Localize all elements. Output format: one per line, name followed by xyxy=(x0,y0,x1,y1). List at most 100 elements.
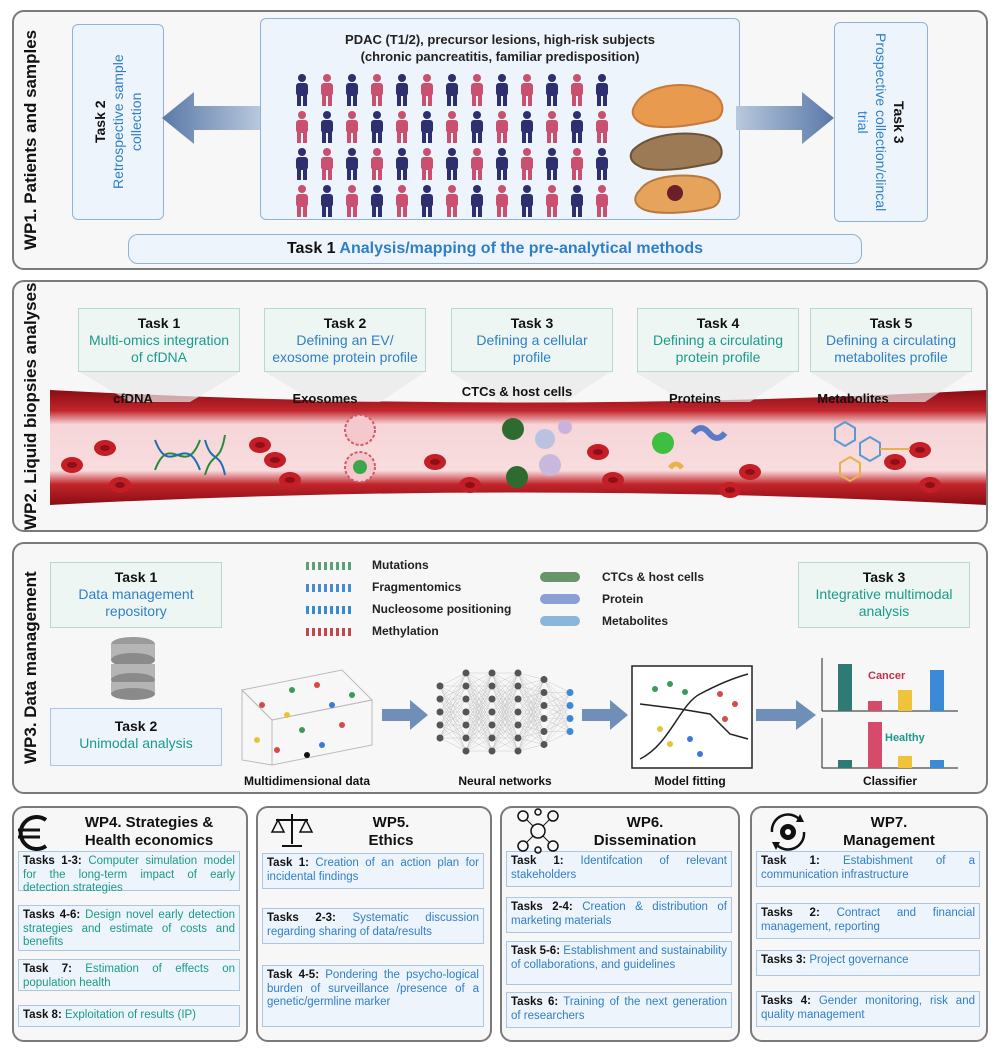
person-icon xyxy=(596,74,608,106)
person-icon xyxy=(521,148,533,180)
person-icon xyxy=(546,74,558,106)
red-blood-cell xyxy=(919,477,941,493)
person-icon xyxy=(496,74,508,106)
wp2-task-desc: Multi-omics integration of cfDNA xyxy=(88,332,230,365)
red-blood-cell xyxy=(459,477,481,493)
wp6-task-item: Task 5-6: Establishment and sustainabili… xyxy=(506,941,732,985)
person-icon xyxy=(471,148,483,180)
person-icon xyxy=(596,148,608,180)
wp6-task-item: Tasks 2-4: Creation & distribution of ma… xyxy=(506,897,732,933)
arrow-left-icon xyxy=(162,92,260,144)
neuron xyxy=(436,695,444,703)
euro-icon xyxy=(18,815,48,851)
task-lead: Task 1: xyxy=(761,855,820,867)
legend-left-label: Mutations xyxy=(372,558,429,572)
wp4-task-item: Task 8: Exploitation of results (IP) xyxy=(18,1005,240,1027)
wp2-task-desc: Defining a cellular profile xyxy=(476,332,588,365)
person-icon xyxy=(396,111,408,143)
wp3-task1-box: Task 1 Data management repository xyxy=(50,562,222,628)
wp2-label: WP2. Liquid biopsies analyses xyxy=(21,282,40,530)
task-text: Contract and financial management, repor… xyxy=(761,907,975,933)
wp1-task3-box xyxy=(834,22,928,222)
legend-left-label: Methylation xyxy=(372,624,439,638)
person-icon xyxy=(571,185,583,217)
neuron xyxy=(488,721,496,729)
person-icon xyxy=(521,111,533,143)
wp2-task-title: Task 3 xyxy=(510,315,554,331)
neuron xyxy=(488,669,496,677)
task-lead: Tasks 2: xyxy=(761,907,820,919)
person-icon xyxy=(396,148,408,180)
neuron xyxy=(540,689,548,696)
neuron xyxy=(514,734,522,742)
person-icon xyxy=(371,185,383,217)
red-blood-cell xyxy=(719,482,741,498)
wp4-title: WP4. Strategies &Health economics xyxy=(60,814,238,850)
legend-right-label: Metabolites xyxy=(602,614,669,628)
neuron xyxy=(566,715,574,722)
person-icon xyxy=(321,74,333,106)
wp3-task3-box: Task 3 Integrative multimodal analysis xyxy=(798,562,970,628)
arrow-right-icon xyxy=(756,700,816,730)
task-text: Computer simulation model for the long-t… xyxy=(23,855,235,894)
task-text: Project governance xyxy=(809,954,909,966)
person-icon xyxy=(296,74,308,106)
network-icon xyxy=(517,808,559,854)
person-icon xyxy=(346,74,358,106)
legend-left-label: Fragmentomics xyxy=(372,580,462,594)
person-icon xyxy=(446,111,458,143)
person-icon xyxy=(596,185,608,217)
neuron xyxy=(488,682,496,690)
legend-right-icon xyxy=(540,616,580,626)
task-lead: Tasks 2-3: xyxy=(267,912,336,924)
neuron xyxy=(566,689,574,696)
wp2-task-title: Task 1 xyxy=(137,315,181,331)
red-blood-cells xyxy=(61,437,941,498)
wp4-title-line2: Health economics xyxy=(84,832,214,849)
wp3-label: WP3. Data management xyxy=(21,571,40,765)
wp7-task-item: Tasks 3: Project governance xyxy=(756,950,980,976)
neuron xyxy=(514,695,522,703)
red-blood-cell xyxy=(94,440,116,456)
wp1-subjects-line1: PDAC (T1/2), precursor lesions, high-ris… xyxy=(345,32,655,47)
person-icon xyxy=(346,111,358,143)
gear-cycle-icon xyxy=(770,813,806,851)
wp6-title: WP6.Dissemination xyxy=(560,814,730,850)
classifier-charts xyxy=(821,658,958,769)
wp2-task-title: Task 4 xyxy=(696,315,740,331)
wp4-task-item: Tasks 1-3: Computer simulation model for… xyxy=(18,851,240,894)
wp4-title-line1: WP4. Strategies & xyxy=(84,814,214,831)
arrow-right-icon xyxy=(582,700,628,730)
neuron xyxy=(462,695,470,703)
wp3-task1-title: Task 1 xyxy=(114,569,158,585)
person-icon xyxy=(396,185,408,217)
classifier-healthy-label: Healthy xyxy=(885,732,925,744)
task-projections xyxy=(80,372,970,402)
wp1-task2-desc: Retrospective sample collection xyxy=(110,54,144,190)
red-blood-cell xyxy=(279,472,301,488)
neural-network-icon xyxy=(436,669,574,755)
task-lead: Task 5-6: xyxy=(511,945,561,957)
person-icon xyxy=(446,74,458,106)
wp7-task-item: Task 1: Estabishment of a communication … xyxy=(756,851,980,887)
wp4-task-item: Task 7: Estimation of effects on populat… xyxy=(18,959,240,991)
neuron xyxy=(514,747,522,755)
neuron xyxy=(462,682,470,690)
neuron xyxy=(462,669,470,677)
people-grid xyxy=(296,74,608,217)
red-blood-cell xyxy=(739,464,761,480)
person-icon xyxy=(496,148,508,180)
red-blood-cell xyxy=(109,477,131,493)
protein-icon xyxy=(652,425,728,470)
neuron xyxy=(540,676,548,683)
person-icon xyxy=(546,111,558,143)
person-icon xyxy=(521,74,533,106)
person-icon xyxy=(296,111,308,143)
person-icon xyxy=(321,111,333,143)
wp1-task1-desc: Analysis/mapping of the pre-analytical m… xyxy=(339,240,704,257)
person-icon xyxy=(471,74,483,106)
model-fitting-plot xyxy=(631,665,753,769)
